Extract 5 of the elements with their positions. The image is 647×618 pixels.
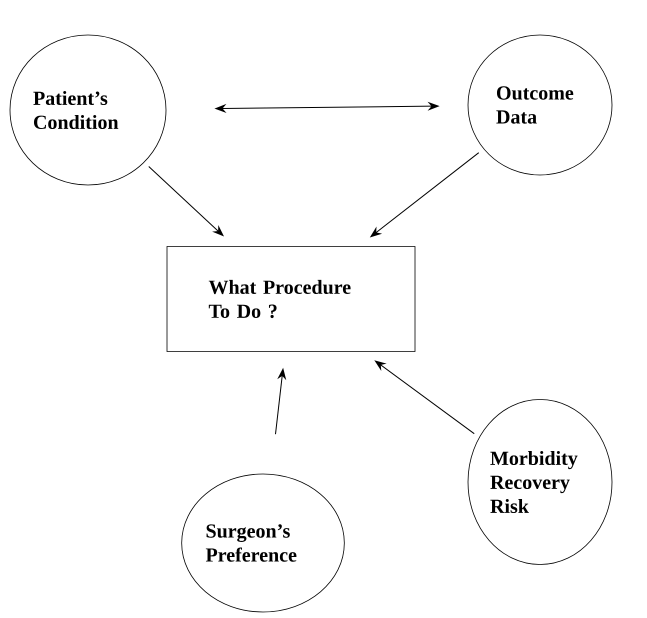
process-box: What Procedure To Do ? [166, 246, 416, 352]
ellipse-node: Surgeon’s Preference [181, 474, 345, 612]
ellipse-node: Morbidity Recovery Risk [468, 399, 612, 565]
ellipse-node: Outcome Data [468, 34, 612, 176]
ellipse-node: Patient’s Condition [10, 34, 166, 186]
